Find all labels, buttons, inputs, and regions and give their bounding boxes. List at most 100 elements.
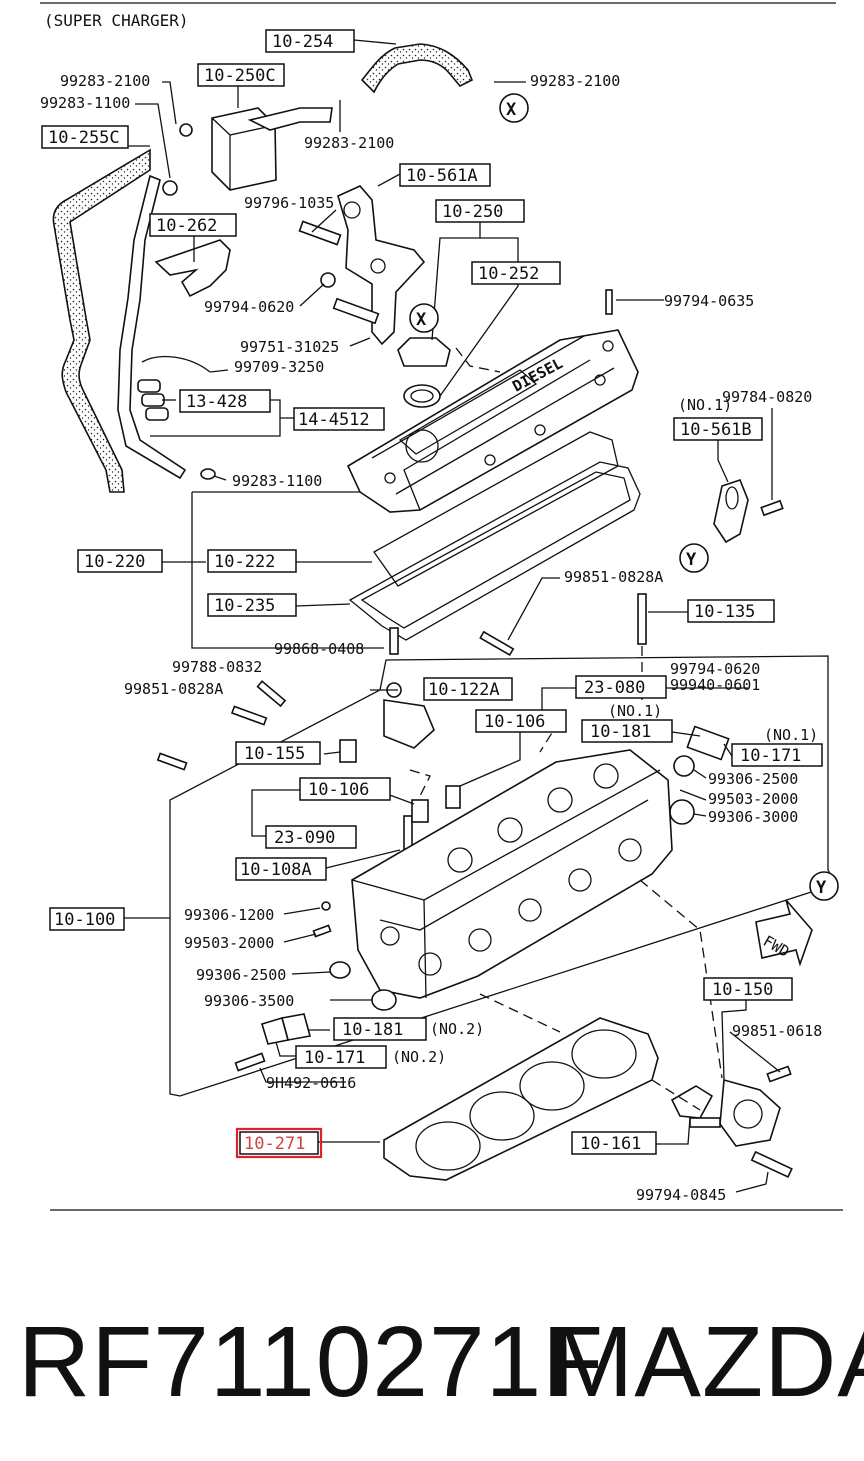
svg-text:99784-0820: 99784-0820 [722, 388, 812, 406]
boxed-label-14-4512[interactable]: 14-4512 [293, 407, 385, 431]
bolt-99851-0828a [637, 593, 647, 645]
oil-filler-cap [397, 337, 451, 367]
svg-text:99306-3000: 99306-3000 [708, 808, 798, 826]
hose-10-254 [360, 43, 474, 94]
svg-text:99283-1100: 99283-1100 [232, 472, 322, 490]
svg-text:10-150: 10-150 [712, 980, 773, 1000]
svg-text:9H492-0616: 9H492-0616 [266, 1074, 356, 1092]
svg-text:10-271: 10-271 [244, 1134, 305, 1154]
boxed-label-10-262[interactable]: 10-262 [149, 213, 237, 237]
boxed-label-10-100[interactable]: 10-100 [49, 907, 125, 931]
svg-text:10-106: 10-106 [484, 712, 545, 732]
boxed-label-10-161[interactable]: 10-161 [571, 1131, 657, 1155]
callout-x-mid: X [409, 303, 439, 333]
head-cover-gasket [348, 461, 641, 641]
svg-text:99868-0408: 99868-0408 [274, 640, 364, 658]
bracket-10-561a [337, 185, 426, 346]
fwd-arrow-icon: FWD [755, 899, 813, 967]
svg-text:99851-0618: 99851-0618 [732, 1022, 822, 1040]
cap-gasket [403, 384, 441, 408]
highlight-10-271 [235, 1127, 323, 1159]
boxed-label-10-171-lower[interactable]: 10-171 [295, 1045, 387, 1069]
boxed-label-10-155[interactable]: 10-155 [235, 741, 321, 765]
boxed-label-10-181-lower[interactable]: 10-181 [333, 1017, 427, 1041]
dashed-leader [455, 347, 501, 373]
boxed-label-10-561a[interactable]: 10-561A [399, 163, 491, 187]
svg-text:10-171: 10-171 [740, 746, 801, 766]
svg-text:10-561B: 10-561B [680, 420, 752, 440]
svg-text:99794-0845: 99794-0845 [636, 1186, 726, 1204]
svg-text:99796-1035: 99796-1035 [244, 194, 334, 212]
svg-text:99851-0828A: 99851-0828A [124, 680, 223, 698]
svg-text:99283-1100: 99283-1100 [40, 94, 130, 112]
svg-text:10-254: 10-254 [272, 32, 333, 52]
boxed-label-10-135[interactable]: 10-135 [687, 599, 775, 623]
svg-text:10-181: 10-181 [590, 722, 651, 742]
boxed-label-10-122a[interactable]: 10-122A [423, 677, 513, 701]
svg-text:99851-0828A: 99851-0828A [564, 568, 663, 586]
boxed-label-10-181-upper[interactable]: 10-181 [581, 719, 673, 743]
svg-text:99503-2000: 99503-2000 [708, 790, 798, 808]
svg-text:99306-2500: 99306-2500 [196, 966, 286, 984]
svg-text:99283-2100: 99283-2100 [530, 72, 620, 90]
svg-text:99283-2100: 99283-2100 [304, 134, 394, 152]
nut-99794-0620 [320, 272, 336, 288]
svg-text:10-122A: 10-122A [428, 680, 500, 700]
cylinder-head-cover [346, 329, 639, 513]
svg-text:99503-2000: 99503-2000 [184, 934, 274, 952]
cap-10-106 [383, 699, 435, 749]
boxed-label-10-108a[interactable]: 10-108A [235, 857, 327, 881]
boxed-label-23-080[interactable]: 23-080 [575, 675, 667, 699]
boxed-label-23-090[interactable]: 23-090 [265, 825, 357, 849]
boxed-label-10-235[interactable]: 10-235 [207, 593, 297, 617]
brand-footer: MAZDA [550, 1306, 864, 1418]
boxed-label-10-171-upper[interactable]: 10-171 [731, 743, 823, 767]
clip-99709-3250 [141, 355, 211, 373]
svg-text:23-080: 23-080 [584, 678, 645, 698]
svg-text:99306-3500: 99306-3500 [204, 992, 294, 1010]
svg-text:X: X [506, 100, 517, 120]
svg-text:10-161: 10-161 [580, 1134, 641, 1154]
svg-text:(NO.1): (NO.1) [608, 702, 662, 720]
boxed-label-10-561b[interactable]: 10-561B [673, 417, 763, 441]
boxed-label-10-271[interactable]: 10-271 [239, 1131, 319, 1155]
svg-text:10-252: 10-252 [478, 264, 539, 284]
svg-text:13-428: 13-428 [186, 392, 247, 412]
boxed-label-10-106-lower[interactable]: 10-106 [299, 777, 391, 801]
boxed-label-10-254[interactable]: 10-254 [265, 29, 355, 53]
boxed-label-13-428[interactable]: 13-428 [179, 389, 271, 413]
boxed-label-10-106-upper[interactable]: 10-106 [475, 709, 567, 733]
thermostat-housing [719, 1078, 781, 1147]
svg-text:10-235: 10-235 [214, 596, 275, 616]
hose-10-255c [52, 148, 151, 493]
hanger-10-561b [713, 479, 749, 544]
leader-lines [124, 39, 837, 1193]
callout-y-lower: Y [809, 871, 839, 901]
svg-text:99709-3250: 99709-3250 [234, 358, 324, 376]
svg-text:Y: Y [686, 550, 697, 570]
bracket-10-262 [154, 239, 231, 298]
boxed-label-10-150[interactable]: 10-150 [703, 977, 793, 1001]
boxed-label-10-255c[interactable]: 10-255C [41, 125, 129, 149]
svg-text:99940-0601: 99940-0601 [670, 676, 760, 694]
svg-text:10-155: 10-155 [244, 744, 305, 764]
boxed-label-10-222[interactable]: 10-222 [207, 549, 297, 573]
svg-text:99306-2500: 99306-2500 [708, 770, 798, 788]
svg-text:10-250C: 10-250C [204, 66, 276, 86]
svg-text:10-106: 10-106 [308, 780, 369, 800]
pipe-left [117, 174, 187, 480]
svg-text:10-100: 10-100 [54, 910, 115, 930]
head-gasket-10-271 [383, 1017, 659, 1181]
boxed-label-10-252[interactable]: 10-252 [471, 261, 561, 285]
callout-y-right: Y [679, 543, 709, 573]
svg-text:99788-0832: 99788-0832 [172, 658, 262, 676]
svg-text:Y: Y [816, 878, 827, 898]
svg-text:10-108A: 10-108A [240, 860, 312, 880]
svg-text:10-255C: 10-255C [48, 128, 120, 148]
boxed-label-10-250c[interactable]: 10-250C [197, 63, 285, 87]
boxed-label-10-220[interactable]: 10-220 [77, 549, 163, 573]
boxed-label-10-250[interactable]: 10-250 [435, 199, 525, 223]
bolt-99796-1035 [298, 220, 342, 246]
